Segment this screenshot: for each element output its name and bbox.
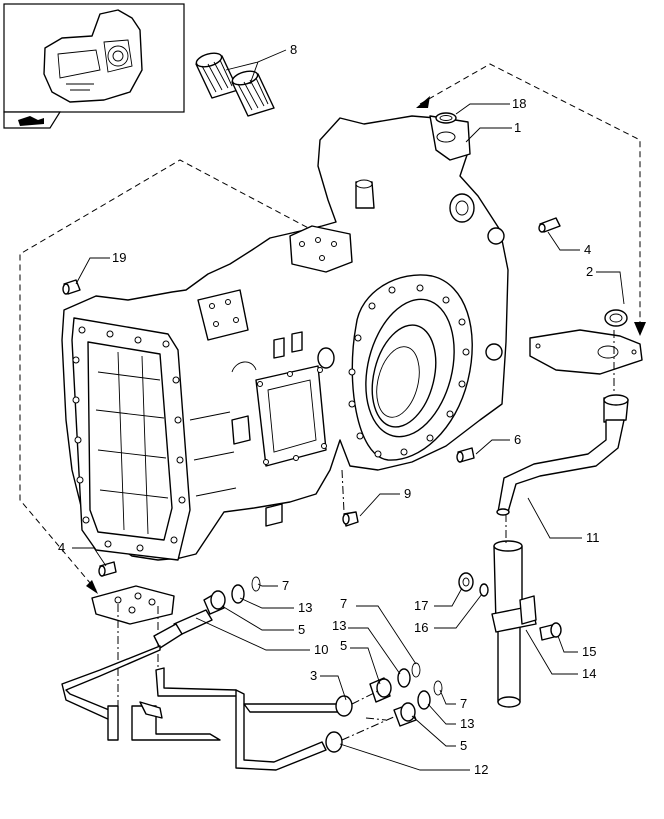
hand-pointer-icon: [18, 116, 44, 126]
dowel-pin-9: [342, 511, 359, 527]
dowel-pin-4-upper: [538, 217, 561, 233]
callout-6: 6: [514, 432, 521, 447]
needle-bearing-8b: [231, 70, 275, 117]
dowel-pin-4-lower: [98, 561, 117, 577]
o-ring-18: [435, 112, 457, 124]
callout-5-a: 5: [298, 622, 305, 637]
callout-13-c: 13: [460, 716, 474, 731]
callout-7-b: 7: [340, 596, 347, 611]
fittings-3: [325, 695, 353, 753]
snap-ring-7-c: [433, 680, 443, 696]
callout-8: 8: [290, 42, 297, 57]
seal-ring-2: [604, 309, 628, 327]
alignment-frame-right: [419, 63, 641, 330]
suction-tube-14: [491, 540, 537, 708]
alignment-frame-left: [19, 159, 317, 591]
adapter-5-c: [393, 702, 417, 727]
callout-7-a: 7: [282, 578, 289, 593]
frame-bolt-holes: [72, 326, 186, 552]
seal-13-a: [231, 584, 245, 604]
needle-bearing-8a: [195, 52, 239, 99]
callout-19: 19: [112, 250, 126, 265]
pipe-12: [131, 667, 341, 771]
oil-pipe-11: [496, 394, 629, 516]
callout-10: 10: [314, 642, 328, 657]
dowel-pin-19: [62, 279, 81, 295]
callout-4-lower: 4: [58, 540, 65, 555]
washer-16: [479, 583, 489, 597]
callout-5-c: 5: [460, 738, 467, 753]
callout-11: 11: [586, 530, 600, 545]
callout-2: 2: [586, 264, 593, 279]
transmission-housing: [61, 115, 509, 561]
callout-7-c: 7: [460, 696, 467, 711]
seal-13-c: [417, 690, 431, 710]
nav-tab[interactable]: [3, 111, 62, 129]
gasket: [529, 329, 643, 375]
seal-13-b: [397, 668, 411, 688]
bore-bolt-holes: [348, 284, 470, 458]
callout-4-upper: 4: [584, 242, 591, 257]
pipe-10: [61, 609, 213, 741]
callout-18: 18: [512, 96, 526, 111]
callouts: 8 18 1 19 4 2 6 9 11 4 7 13 5 10 7 13 5 …: [58, 42, 600, 777]
leader-lines: [72, 49, 625, 771]
callout-14: 14: [582, 666, 596, 681]
callout-13-a: 13: [298, 600, 312, 615]
dowel-pin-6: [456, 447, 475, 463]
callout-3: 3: [310, 668, 317, 683]
bracket-plate: [91, 585, 175, 625]
callout-12: 12: [474, 762, 488, 777]
snap-ring-7-a: [251, 576, 261, 592]
callout-9: 9: [404, 486, 411, 501]
adapter-5-b: [369, 677, 392, 703]
callout-13-b: 13: [332, 618, 346, 633]
transmission-housing-thumbnail: [43, 9, 143, 103]
bolt-15: [539, 622, 562, 641]
bushing-17: [458, 572, 474, 592]
thumbnail-box: [3, 3, 185, 129]
callout-15: 15: [582, 644, 596, 659]
adapter-5-a: [203, 590, 226, 615]
callout-16: 16: [414, 620, 428, 635]
callout-17: 17: [414, 598, 428, 613]
snap-ring-7-b: [411, 662, 421, 678]
callout-1: 1: [514, 120, 521, 135]
callout-5-b: 5: [340, 638, 347, 653]
